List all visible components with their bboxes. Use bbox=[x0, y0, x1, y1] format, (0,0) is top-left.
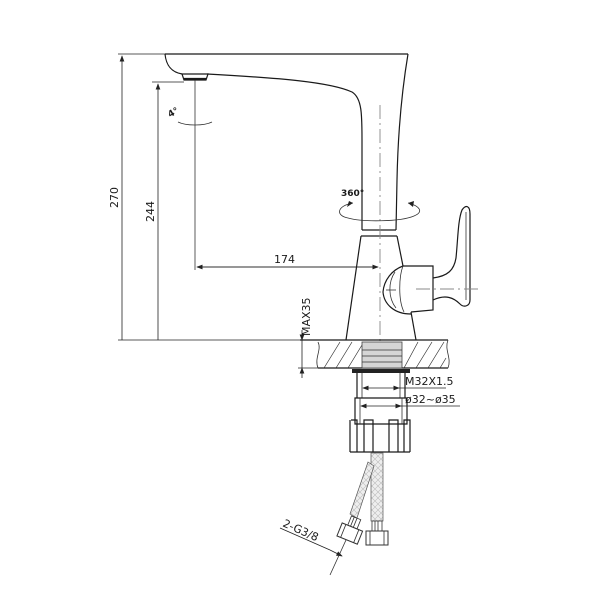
dim-hose-connection: 2-G3/8 bbox=[279, 517, 347, 576]
swivel-indicator: 360° bbox=[339, 189, 421, 222]
outlet-height-value: 244 bbox=[144, 201, 157, 222]
castle-nut bbox=[349, 419, 411, 453]
dim-total-height: 270 bbox=[108, 53, 300, 341]
hose-connection-label: 2-G3/8 bbox=[281, 517, 321, 544]
threaded-shank bbox=[361, 341, 403, 369]
countertop-section bbox=[300, 339, 450, 369]
swivel-angle-label: 360° bbox=[341, 189, 364, 199]
handle-housing bbox=[382, 265, 434, 315]
aerator-angle-label: 4° bbox=[167, 106, 181, 120]
aerator-angle-indicator: 4° bbox=[167, 106, 213, 126]
dim-deck-thickness: MAX35 bbox=[298, 297, 320, 378]
mounting-nut: M32X1.5 ø32~ø35 bbox=[352, 369, 460, 425]
total-height-value: 270 bbox=[108, 187, 121, 208]
deck-thickness-value: MAX35 bbox=[300, 297, 313, 336]
hole-diameter-label: ø32~ø35 bbox=[405, 393, 456, 406]
thread-size-label: M32X1.5 bbox=[405, 375, 454, 388]
supply-hoses bbox=[336, 452, 389, 546]
dim-outlet-height: 244 bbox=[144, 81, 184, 340]
faucet-body bbox=[164, 53, 478, 362]
spout-reach-value: 174 bbox=[274, 253, 295, 266]
dim-spout-reach: 174 bbox=[196, 253, 379, 270]
hose-angled bbox=[349, 461, 375, 519]
lever-handle bbox=[432, 205, 471, 307]
hose-straight bbox=[370, 452, 384, 522]
